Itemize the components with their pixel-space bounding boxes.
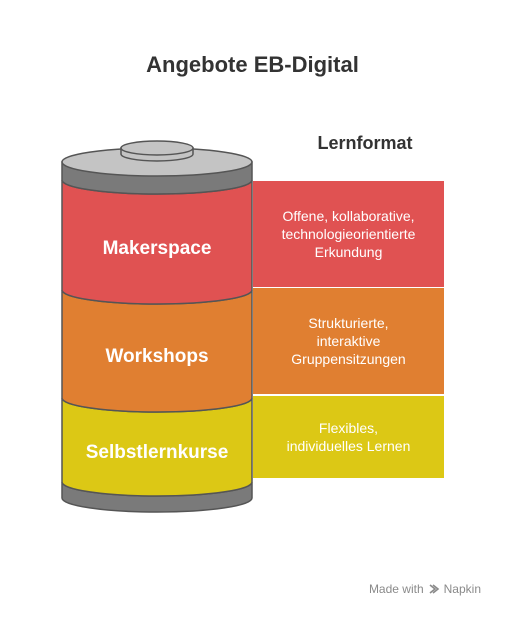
- description-line: Erkundung: [315, 244, 383, 260]
- segment-label-1: Makerspace: [103, 238, 212, 259]
- brand-text: Napkin: [443, 582, 481, 596]
- cylinder-knob-top: [120, 140, 194, 156]
- made-with-text: Made with: [368, 582, 424, 596]
- description-line: Offene, kollaborative,: [282, 208, 414, 224]
- footer: Made with Napkin: [369, 582, 481, 596]
- description-line: individuelles Lernen: [287, 438, 411, 454]
- description-line: technologieorientierte: [282, 226, 416, 242]
- description-box-1: [253, 181, 444, 287]
- segment-label-2: Workshops: [105, 346, 208, 367]
- column-heading: Lernformat: [317, 133, 413, 153]
- description-line: Gruppensitzungen: [291, 351, 405, 367]
- description-box-3: [253, 396, 444, 478]
- description-box-2: [253, 288, 444, 394]
- description-line: Strukturierte,: [308, 315, 388, 331]
- description-line: interaktive: [317, 333, 381, 349]
- description-line: Flexibles,: [319, 420, 378, 436]
- segment-label-3: Selbstlernkurse: [86, 442, 229, 463]
- diagram-title: Angebote EB-Digital: [146, 52, 359, 77]
- napkin-icon: [429, 584, 439, 594]
